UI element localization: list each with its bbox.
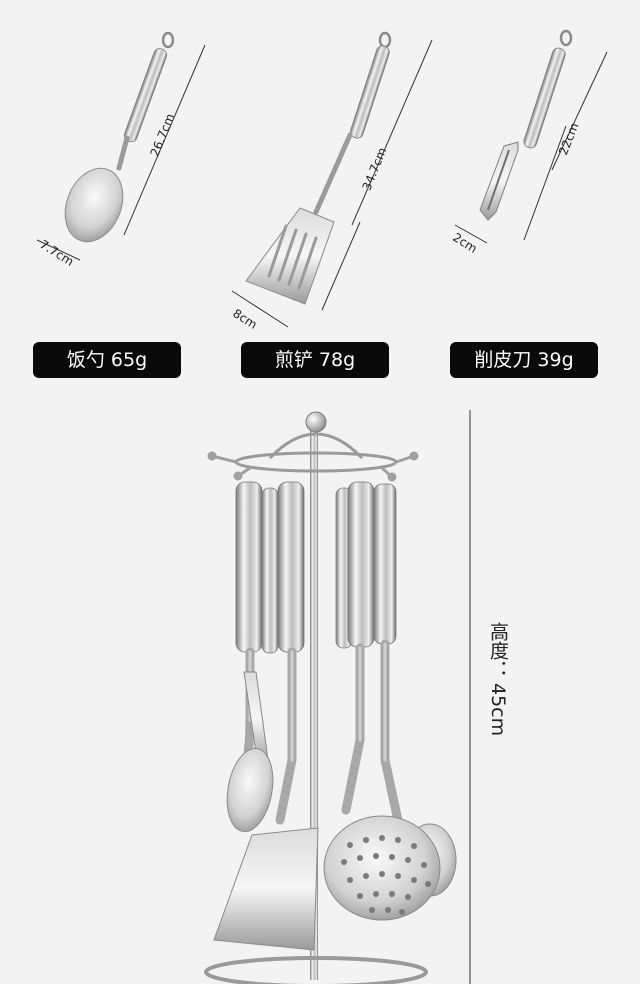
rack-height-label: 高度： 45cm — [484, 622, 512, 736]
spoon-width-line — [36, 239, 81, 261]
rice-spoon-image — [64, 31, 175, 243]
rack-height-value: 45cm — [487, 683, 509, 737]
turner-width-line — [231, 290, 289, 328]
peeler-image — [479, 29, 573, 221]
turner-name-badge: 煎铲 78g — [241, 342, 389, 378]
spoon-length-line — [123, 44, 206, 236]
spoon-name-badge: 饭勺 65g — [33, 342, 181, 378]
peeler-width-line — [454, 224, 488, 244]
peeler-length-line-2 — [523, 125, 567, 241]
turner-length-line-bottom — [321, 221, 361, 311]
rack-height-caption: 高度： — [487, 622, 509, 679]
utensil-rack-image — [204, 411, 457, 984]
turner-image — [245, 31, 392, 305]
peeler-length-line — [551, 51, 608, 171]
peeler-name-badge: 削皮刀 39g — [450, 342, 598, 378]
turner-length-line-top — [351, 39, 433, 226]
